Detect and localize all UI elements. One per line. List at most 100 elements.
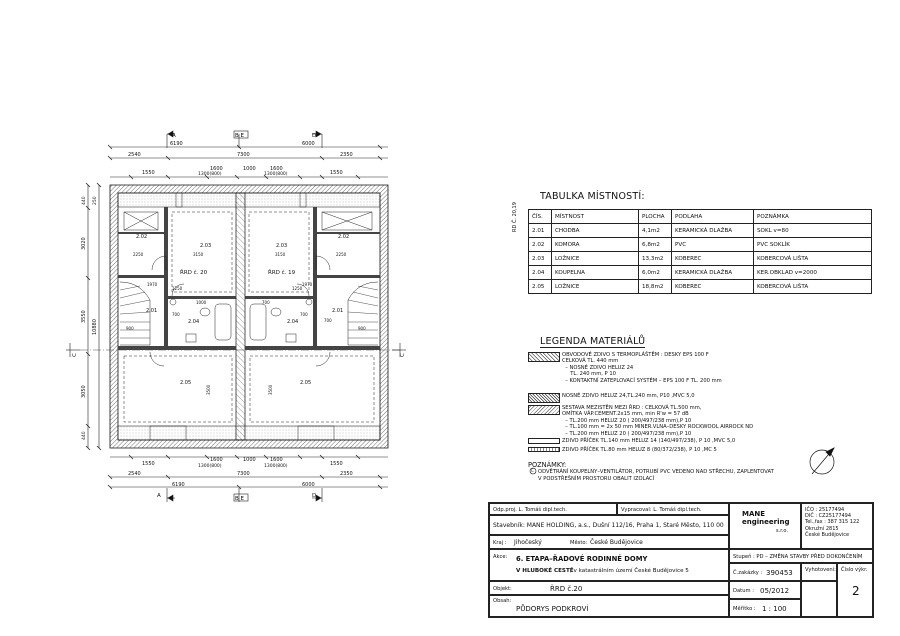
interior-details <box>119 192 379 441</box>
inner-dim-14: 700 <box>300 312 308 317</box>
scale-value: 1 : 100 <box>762 605 787 613</box>
room-tag-202-b: 2.02 <box>338 234 349 240</box>
city-label: Město: <box>570 540 588 546</box>
inner-dim-13: 900 <box>358 326 366 331</box>
cell-room: LOŽNICE <box>551 251 639 266</box>
legend-text: SESTAVA MEZISTĚN MEZI ŘRD : CELKOVÁ TL.5… <box>562 405 754 437</box>
dim-bot-2a: 2540 <box>128 471 141 477</box>
company-name-3: s.r.o. <box>776 528 788 534</box>
axis-be-bottom: B E <box>235 496 245 502</box>
axis-be-top: B E <box>235 133 245 139</box>
client-text: Stavebník: MANE HOLDING, a.s., Dušní 112… <box>493 522 724 529</box>
tb-drawn-by: Vypracoval: L. Tomáš dipl.tech. <box>617 503 729 515</box>
cell-number: 2.01 <box>528 223 552 238</box>
col-header-room: MÍSTNOST <box>551 209 639 224</box>
room-tag-203-a: 2.03 <box>200 243 211 249</box>
inner-dim-2: 3150 <box>193 252 204 257</box>
dim-left-4: 10880 <box>92 319 98 335</box>
cell-number: 2.04 <box>528 265 552 280</box>
tb-company: MANE engineering s.r.o. <box>729 503 801 549</box>
dim-left-5: 440 <box>81 431 87 440</box>
legend-swatch <box>528 352 560 362</box>
table-row: 2.02 KOMORA 6,8m2 PVC PVC SOKLÍK <box>528 237 872 252</box>
inner-dim-10: 3500 <box>206 384 211 395</box>
tb-content: Obsah: PŮDORYS PODKROVÍ <box>489 595 729 617</box>
legend-text: ZDIVO PŘÍČEK TL.80 mm HELUZ 8 (80/372/23… <box>562 447 717 453</box>
cell-floor: PVC <box>671 237 754 252</box>
tb-client: Stavebník: MANE HOLDING, a.s., Dušní 112… <box>489 515 729 535</box>
sheet-number-label: Číslo výkr. <box>841 567 868 573</box>
dim-top-4b: 1600 <box>210 166 223 172</box>
room-tag-203-b: 2.03 <box>276 243 287 249</box>
col-header-floor: PODLAHA <box>671 209 754 224</box>
dim-bot-1d: 1600 <box>270 457 283 463</box>
room-tag-204-b: 2.04 <box>287 319 298 325</box>
tb-scale: Měřítko : 1 : 100 <box>729 599 801 617</box>
inner-dim-11: 3500 <box>268 384 273 395</box>
dim-bot-2c: 2350 <box>340 471 353 477</box>
cell-area: 6,8m2 <box>638 237 672 252</box>
dim-bot-1ba: 1300(800) <box>198 463 222 469</box>
dim-left-1: 3020 <box>81 237 87 250</box>
cell-number: 2.02 <box>528 237 552 252</box>
legend-swatch <box>528 438 560 444</box>
axis-d-top: D <box>312 133 316 139</box>
content-value: PŮDORYS PODKROVÍ <box>516 605 589 613</box>
copy-label: Vyhotovení: <box>805 567 836 573</box>
sheet-number-value: 2 <box>852 584 860 598</box>
company-dic: DIČ : CZ25177494 <box>805 513 852 519</box>
cell-note: KER.OBKLAD v=2000 <box>753 265 872 280</box>
legend-text: OBVODOVÉ ZDIVO S TERMOPLÁŠTĚM : DESKY EP… <box>562 352 722 384</box>
dim-bot-3a: 6190 <box>172 482 185 488</box>
inner-dim-8: 1970 <box>302 282 313 287</box>
rooms-table-header-row: ČÍS. MÍSTNOST PLOCHA PODLAHA POZNÁMKA <box>528 209 872 224</box>
note-marker-letter: C <box>531 468 534 473</box>
inner-dim-16: 700 <box>262 300 270 305</box>
table-row: 2.04 KOUPELNA 6,0m2 KERAMICKÁ DLAŽBA KER… <box>528 265 872 280</box>
cell-note: PVC SOKLÍK <box>753 237 872 252</box>
tb-region: Kraj : Jihočeský Město: České Budějovice <box>489 535 729 549</box>
tb-copy: Vyhotovení: <box>801 563 837 581</box>
legend-swatch <box>528 447 560 452</box>
region-value: Jihočeský <box>514 539 542 546</box>
tb-stage: Stupeň : PD – ZMĚNA STAVBY PŘED DOKONČEN… <box>729 549 873 563</box>
dim-top-3c: 2350 <box>340 152 353 158</box>
col-header-area: PLOCHA <box>638 209 672 224</box>
dim-left-2: 3550 <box>81 310 87 323</box>
table-row: 2.01 CHODBA 4,1m2 KERAMICKÁ DLAŽBA SOKL … <box>528 223 872 238</box>
building-walls <box>109 184 389 449</box>
inner-dim-15: 1000 <box>196 300 207 305</box>
legend-text: ZDIVO PŘÍČEK TL.140 mm HELUZ 14 (140/497… <box>562 438 736 444</box>
dim-bot-1a: 1550 <box>142 461 155 467</box>
responsible-designer: Odp.proj. L. Tomáš dipl.tech. <box>493 507 567 513</box>
date-label: Datum : <box>733 588 754 594</box>
inner-dim-12: 1250 <box>292 286 303 291</box>
cell-note: SOKL v=80 <box>753 223 872 238</box>
legend-swatch <box>528 405 560 415</box>
project-street: V HLUBOKÉ CESTĚ <box>516 568 574 574</box>
inner-dim-3: 3150 <box>275 252 286 257</box>
cell-number: 2.05 <box>528 279 552 294</box>
tb-object: Objekt: ŘRD č.20 <box>489 581 729 595</box>
drawn-by: Vypracoval: L. Tomáš dipl.tech. <box>621 507 702 513</box>
inner-dim-1: 2250 <box>133 252 144 257</box>
dim-top-1: 6190 <box>170 141 183 147</box>
city-value: České Budějovice <box>590 539 643 546</box>
room-tag-205-a: 2.05 <box>180 380 191 386</box>
axis-c-left: C <box>72 353 78 357</box>
stage-text: Stupeň : PD – ZMĚNA STAVBY PŘED DOKONČEN… <box>733 554 863 560</box>
dim-bot-1b: 1600 <box>210 457 223 463</box>
region-label: Kraj : <box>493 540 507 546</box>
rooms-table-side-label: RD Č. 20,19 <box>512 202 518 232</box>
legend-text: NOSNÉ ZDIVO HELUZ 24,TL.240 mm, P10 ,MVC… <box>562 393 695 399</box>
cell-floor: KERAMICKÁ DLAŽBA <box>671 265 754 280</box>
dim-bot-1c: 1000 <box>243 457 256 463</box>
project-location: , v katastrálním území České Budějovice … <box>570 568 689 574</box>
room-tag-205-b: 2.05 <box>300 380 311 386</box>
company-name-2: engineering <box>742 518 790 526</box>
inner-dim-9: 700 <box>172 312 180 317</box>
north-arrow <box>809 447 835 475</box>
order-value: 390453 <box>766 569 793 577</box>
tb-date: Datum : 05/2012 <box>729 581 801 599</box>
